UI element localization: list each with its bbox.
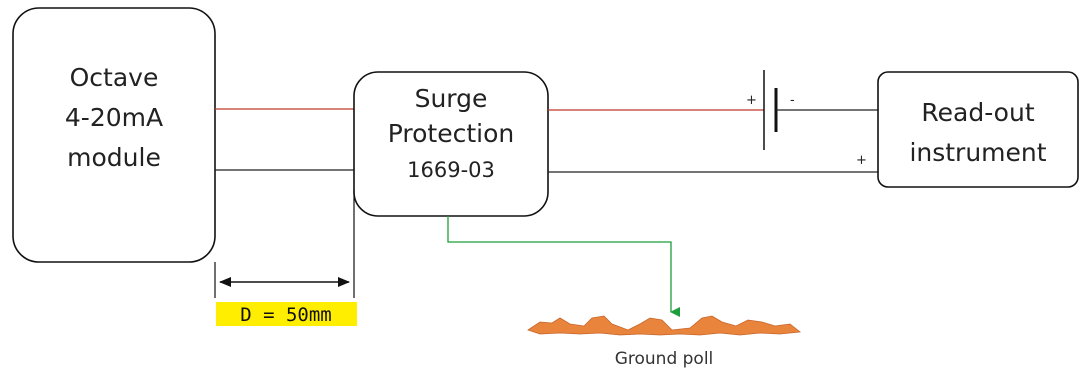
surge-protection-line1: Surge [415,84,488,113]
readout-line2: instrument [909,138,1046,167]
octave-module-line1: Octave [70,63,159,92]
ground-poll: Ground poll [527,315,802,369]
octave-module-line3: module [67,143,161,172]
distance-label: D = 50mm [240,304,332,326]
ground-wire [447,216,680,317]
battery-minus-label: - [790,93,795,108]
distance-dimension: D = 50mm [214,190,357,326]
octave-module-line2: 4-20mA [65,103,163,132]
readout-line1: Read-out [921,98,1034,127]
readout-plus-label: + [856,153,867,168]
ground-poll-label: Ground poll [615,349,714,369]
surge-protection-line2: Protection [388,119,514,148]
battery-plus-label: + [746,93,757,108]
surge-protection-model: 1669-03 [407,158,495,182]
octave-module-box: Octave 4-20mA module [12,7,216,263]
surge-protection-box: Surge Protection 1669-03 [353,71,549,217]
readout-instrument-box: Read-out instrument [877,71,1079,188]
